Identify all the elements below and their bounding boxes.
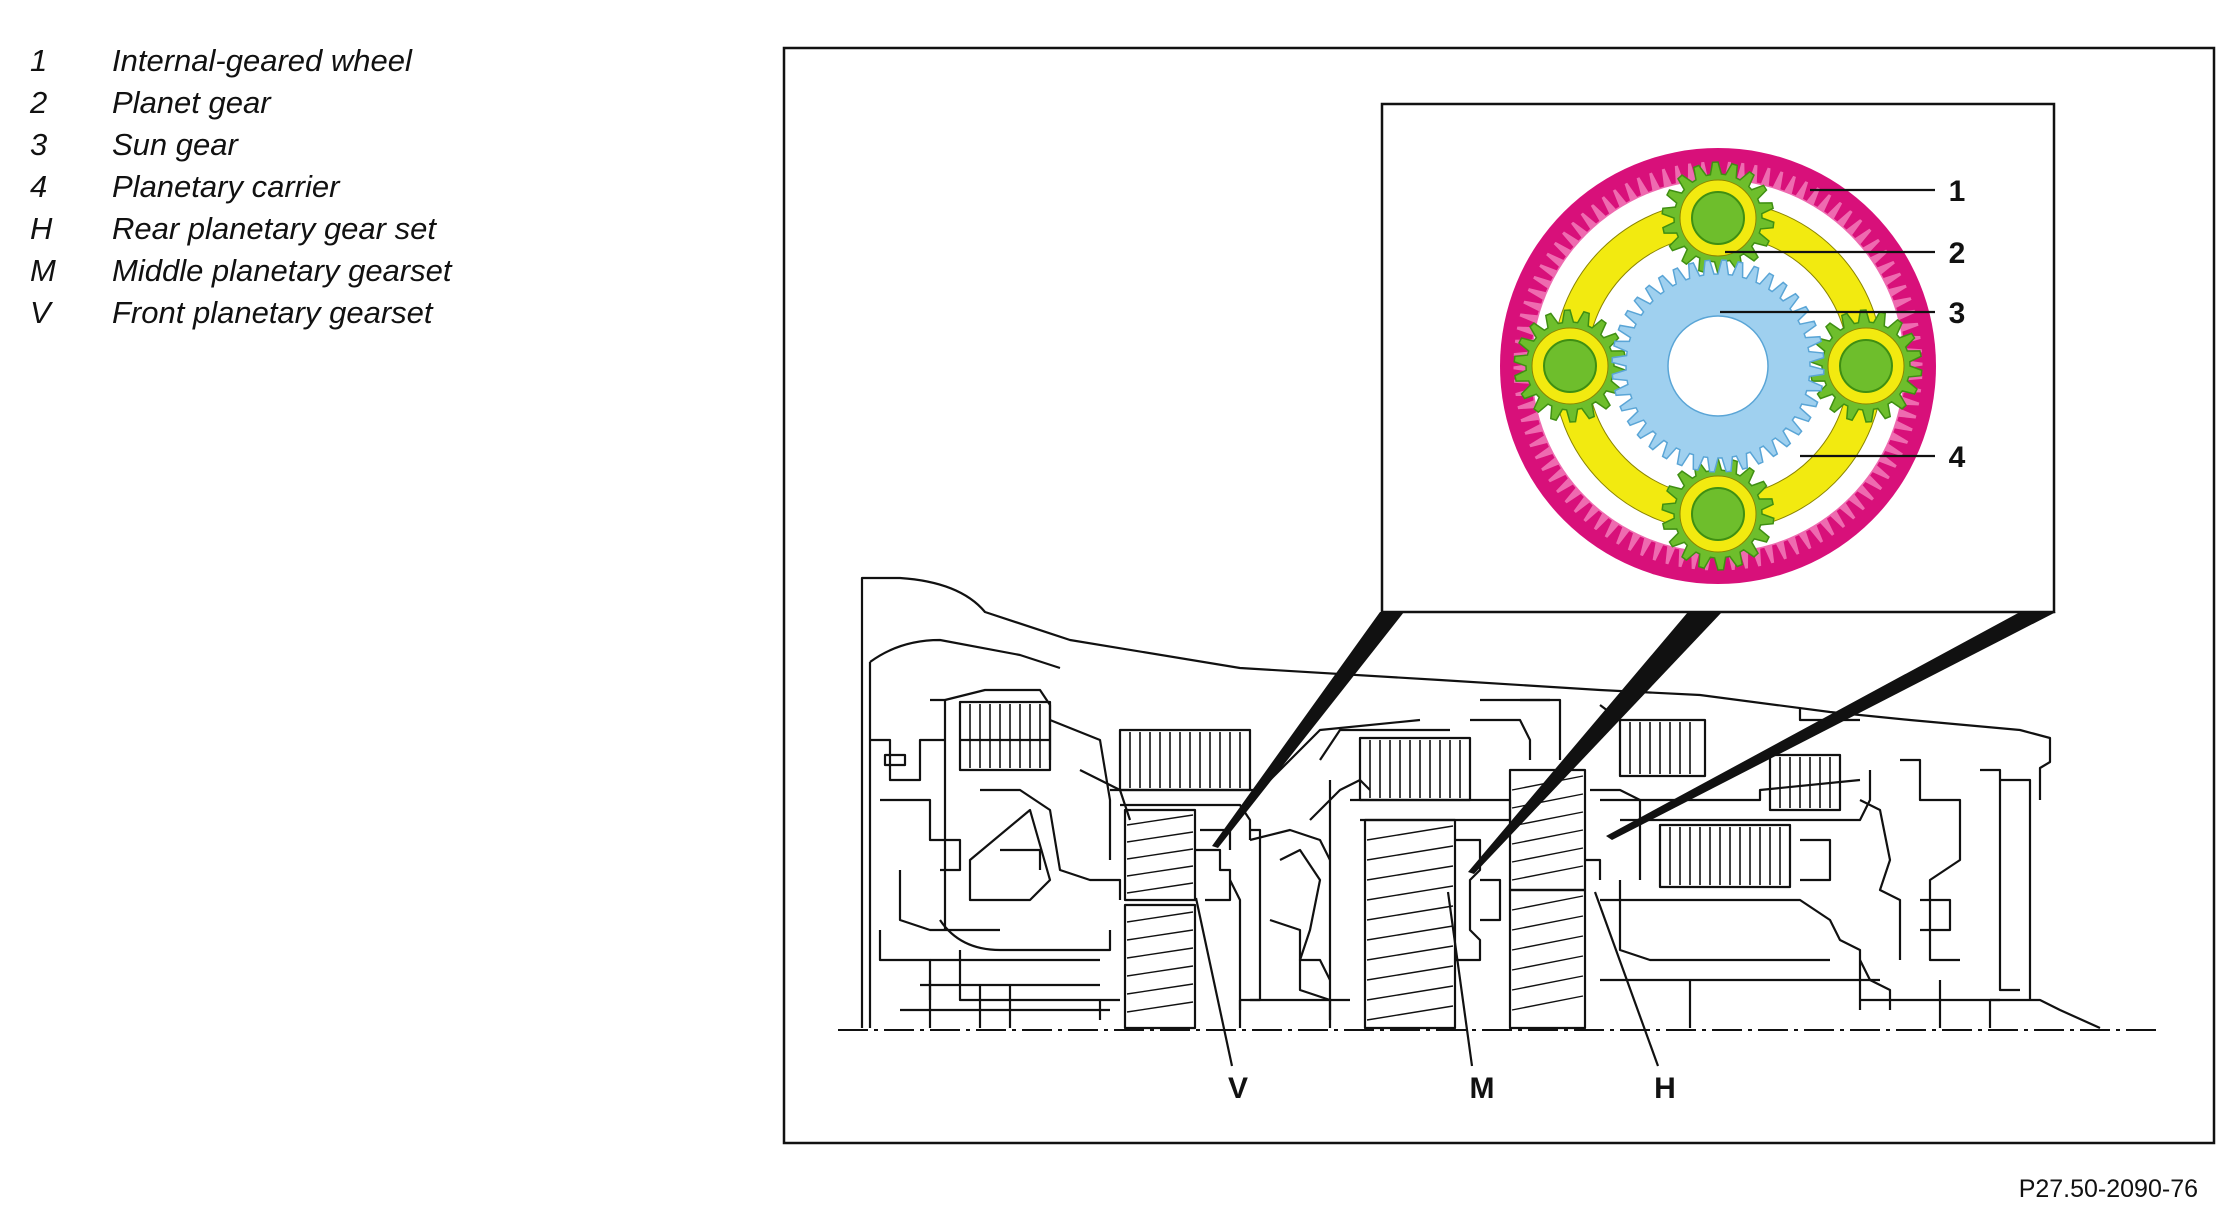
callout-3: 3 bbox=[1949, 297, 1966, 330]
section-leader-lines bbox=[1194, 891, 1660, 1067]
legend-key: H bbox=[30, 211, 53, 246]
reference-code: P27.50-2090-76 bbox=[2018, 1175, 2198, 1203]
legend-key: V bbox=[30, 295, 51, 330]
callout-h: H bbox=[1654, 1072, 1676, 1105]
legend-key: 2 bbox=[30, 85, 48, 120]
callout-1: 1 bbox=[1949, 175, 1966, 208]
planetary-gearset-illustration bbox=[1500, 148, 1936, 584]
legend-text: Planetary carrier bbox=[112, 169, 340, 204]
legend-key: 3 bbox=[30, 127, 48, 162]
legend-key: M bbox=[30, 253, 56, 288]
legend-text: Sun gear bbox=[112, 127, 238, 162]
callout-2: 2 bbox=[1949, 237, 1966, 270]
inset-pointer bbox=[1468, 612, 1722, 874]
legend-text: Internal-geared wheel bbox=[112, 43, 412, 78]
planet-gears bbox=[1513, 161, 1923, 571]
legend-text: Planet gear bbox=[112, 85, 271, 120]
callout-m: M bbox=[1470, 1072, 1495, 1105]
callout-v: V bbox=[1228, 1072, 1248, 1105]
inset-pointer bbox=[1212, 612, 1404, 848]
inset-pointer bbox=[1606, 612, 2056, 840]
callout-labels: 1 2 3 4 V M H bbox=[1228, 175, 1966, 1105]
legend-text: Front planetary gearset bbox=[112, 295, 433, 330]
legend-key: 1 bbox=[30, 43, 48, 78]
inset-leader-lines bbox=[1720, 188, 1935, 458]
callout-4: 4 bbox=[1949, 441, 1966, 474]
legend-text: Middle planetary gearset bbox=[112, 253, 452, 288]
legend-text: Rear planetary gear set bbox=[112, 211, 436, 246]
legend-key: 4 bbox=[30, 169, 48, 204]
